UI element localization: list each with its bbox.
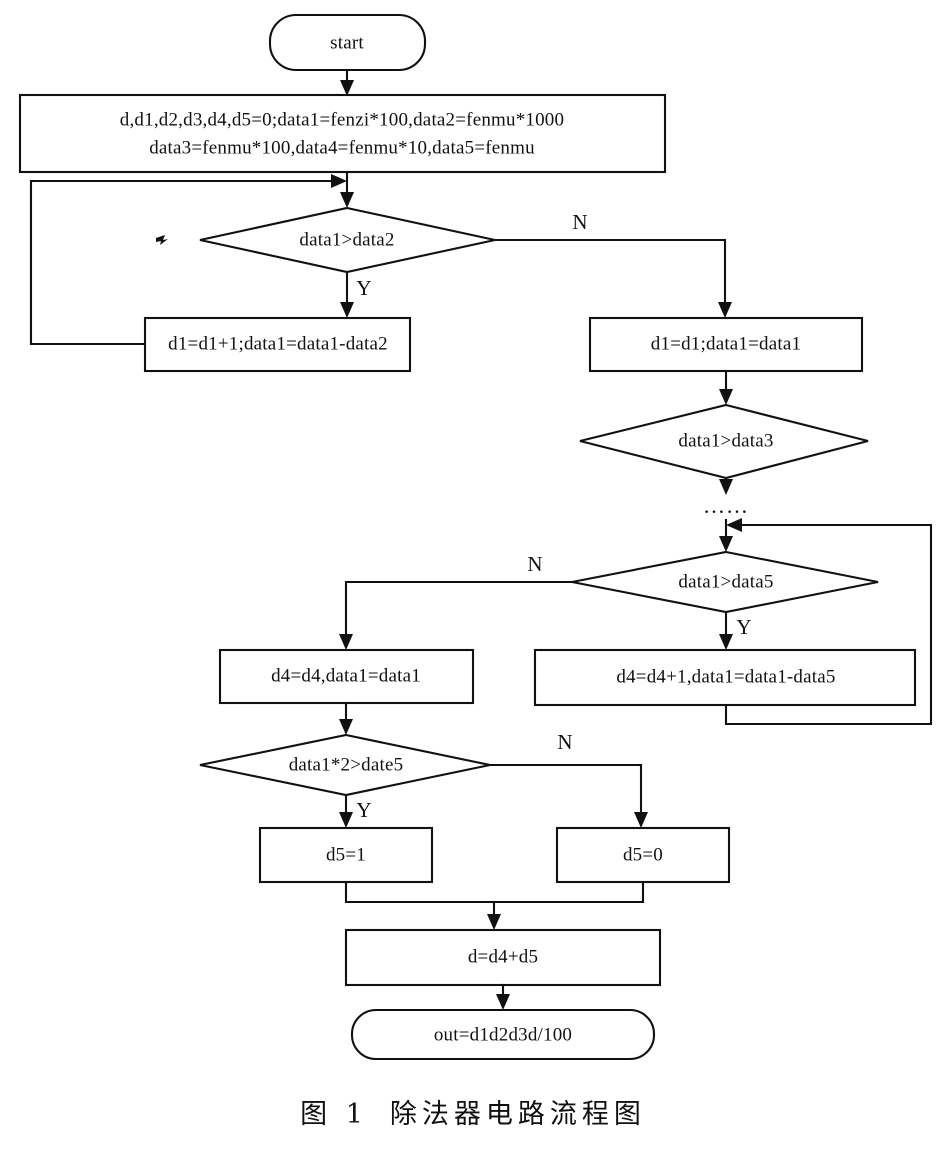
edge-cond1-yes: Y (340, 270, 372, 318)
node-sub5: d4=d4+1,data1=data1-data5 (533, 648, 917, 707)
node-keep4: d4=d4,data1=data1 (218, 648, 475, 705)
out-terminator-shape (350, 1008, 656, 1061)
sub5-label: d4=d4+1,data1=data1-data5 (616, 666, 835, 687)
cond-round-label: data1*2>date5 (289, 754, 404, 775)
edge-cond5-no: N (339, 552, 574, 650)
ink-speck-marker (156, 235, 168, 245)
keep1-label: d1=d1;data1=data1 (651, 333, 801, 354)
cond1-label: data1>data2 (299, 229, 394, 250)
edge-cond2-to-ellipsis (719, 476, 733, 495)
figure-caption: 图 1 除法器电路流程图 (0, 1092, 946, 1131)
edge-keep4-to-cond-round (339, 701, 353, 735)
edge-merge-to-sum (344, 880, 645, 930)
edge-ellipsis-to-cond5 (719, 518, 733, 552)
sub5-process-shape (533, 648, 917, 707)
init-process-shape (18, 93, 667, 174)
edge-sub5-loopback-to-cond5 (724, 518, 933, 726)
cond5-label: data1>data5 (678, 571, 773, 592)
continuation-ellipsis: …… (703, 493, 749, 518)
cond1-no-label: N (572, 210, 587, 234)
cond2-label: data1>data3 (678, 430, 773, 451)
cond5-no-label: N (527, 552, 542, 576)
sub1-process-shape (143, 316, 412, 373)
init-label-line1: d,d1,d2,d3,d4,d5=0;data1=fenzi*100,data2… (120, 109, 564, 130)
node-sum: d=d4+d5 (344, 928, 662, 987)
node-sub1: d1=d1+1;data1=data1-data2 (143, 316, 412, 373)
node-start: start (268, 13, 427, 72)
out-label: out=d1d2d3d/100 (434, 1024, 572, 1045)
edge-keep1-to-cond2 (719, 369, 733, 405)
figure-caption-title: 除法器电路流程图 (389, 1099, 646, 1130)
sum-label: d=d4+d5 (468, 946, 538, 967)
init-label-line2: data3=fenmu*100,data4=fenmu*10,data5=fen… (149, 137, 535, 158)
cond-round-no-label: N (557, 730, 572, 754)
node-keep1: d1=d1;data1=data1 (588, 316, 864, 373)
node-cond5: data1>data5 (571, 550, 879, 614)
edge-init-to-cond1 (340, 170, 354, 208)
edge-sum-to-out (496, 983, 510, 1010)
edge-start-to-init (340, 68, 354, 96)
cond1-yes-label: Y (356, 276, 371, 300)
d5one-label: d5=1 (326, 844, 366, 865)
keep1-process-shape (588, 316, 864, 373)
sub1-label: d1=d1+1;data1=data1-data2 (168, 333, 388, 354)
edge-cond-round-no: N (488, 730, 648, 828)
sum-process-shape (344, 928, 662, 987)
node-cond2: data1>data3 (579, 403, 869, 480)
edge-sub1-loopback-to-cond1 (29, 174, 347, 346)
edge-cond1-no: N (493, 210, 732, 318)
node-cond-round: data1*2>date5 (199, 733, 491, 797)
node-init: d,d1,d2,d3,d4,d5=0;data1=fenzi*100,data2… (18, 93, 667, 174)
edge-cond5-yes: Y (719, 610, 752, 650)
keep4-label: d4=d4,data1=data1 (271, 665, 421, 686)
start-label: start (330, 32, 364, 53)
node-d5one: d5=1 (258, 826, 434, 884)
node-d5zero: d5=0 (555, 826, 731, 884)
d5zero-label: d5=0 (623, 844, 663, 865)
node-out: out=d1d2d3d/100 (350, 1008, 656, 1061)
edge-cond-round-yes: Y (339, 793, 372, 828)
cond5-yes-label: Y (736, 615, 751, 639)
figure-caption-number: 图 1 (300, 1099, 368, 1130)
cond-round-yes-label: Y (356, 798, 371, 822)
node-cond1: data1>data2 (199, 206, 496, 274)
